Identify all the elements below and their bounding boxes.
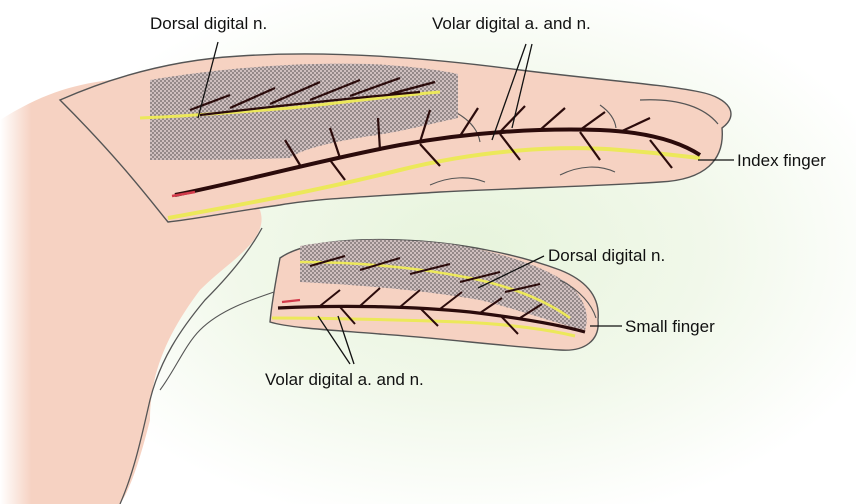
label-dorsal-digital-index: Dorsal digital n. (150, 14, 267, 34)
label-index-finger: Index finger (737, 151, 826, 171)
label-volar-digital-index: Volar digital a. and n. (432, 14, 591, 34)
label-volar-digital-small: Volar digital a. and n. (265, 370, 424, 390)
label-dorsal-digital-small: Dorsal digital n. (548, 246, 665, 266)
label-small-finger: Small finger (625, 317, 715, 337)
